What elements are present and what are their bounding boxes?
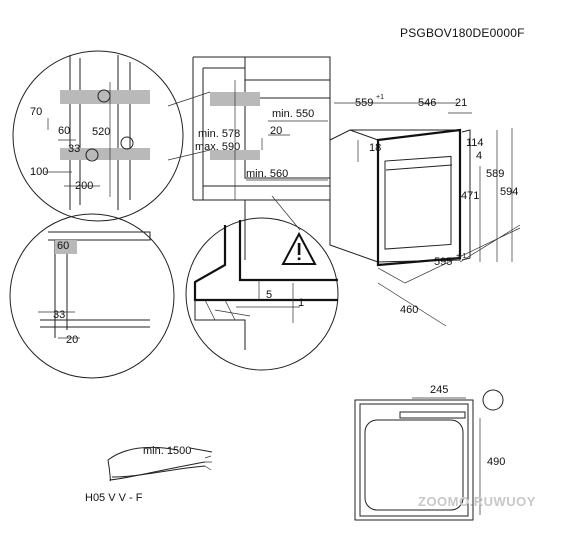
dim-min-578: min. 578 [198,128,240,140]
watermark: ZOOMO.RUWUOY [418,494,536,509]
dim-21: 21 [455,97,467,109]
dim-460: 460 [400,304,418,316]
detail-circle-left: 60 33 20 [9,213,175,379]
oven-isometric: 559 +1 546 21 18 114 4 471 589 594 595 +… [329,94,521,327]
dim-20-left: 20 [66,334,78,346]
detail-circle-top: 70 60 520 33 100 200 [12,50,184,222]
dim-245: 245 [430,384,448,396]
dim-33-top: 33 [68,143,80,155]
cable-drawing: min. 1500 H05 V V - F [85,445,213,504]
dim-5: 5 [266,289,272,301]
dim-min-550: min. 550 [272,108,314,120]
dim-4: 4 [476,150,482,162]
dim-100: 100 [30,166,48,178]
dim-546: 546 [418,97,436,109]
dim-490: 490 [487,456,505,468]
dim-20-niche: 20 [270,125,282,137]
niche-cabinet: min. 550 20 min. 578 max. 590 min. 560 [167,56,331,260]
model-code: PSGBOV180DE0000F [400,26,525,40]
dim-471: 471 [461,190,479,202]
warning-triangle-icon [281,231,317,265]
cable-type-label: H05 V V - F [85,492,143,504]
dim-70-top: 70 [30,106,42,118]
dim-18: 18 [369,142,381,154]
cable-length-label: min. 1500 [143,445,191,457]
dim-589: 589 [486,168,504,180]
dim-1: 1 [298,297,304,309]
dim-60-top: 60 [58,125,70,137]
dim-595-tol: +-1 [456,253,466,260]
dim-114: 114 [466,137,484,149]
dim-594: 594 [500,186,518,198]
dim-559-tol: +1 [376,94,384,101]
dim-559: 559 [355,97,373,109]
dim-min-560: min. 560 [246,168,288,180]
dim-33-left: 33 [53,309,65,321]
dim-520: 520 [92,126,110,138]
dim-max-590: max. 590 [195,141,240,153]
oven-front-view: 245 490 [354,384,505,521]
dim-60-left: 60 [57,240,69,252]
dim-595: 595 [434,256,452,268]
detail-circle-right: 5 1 [185,217,339,371]
